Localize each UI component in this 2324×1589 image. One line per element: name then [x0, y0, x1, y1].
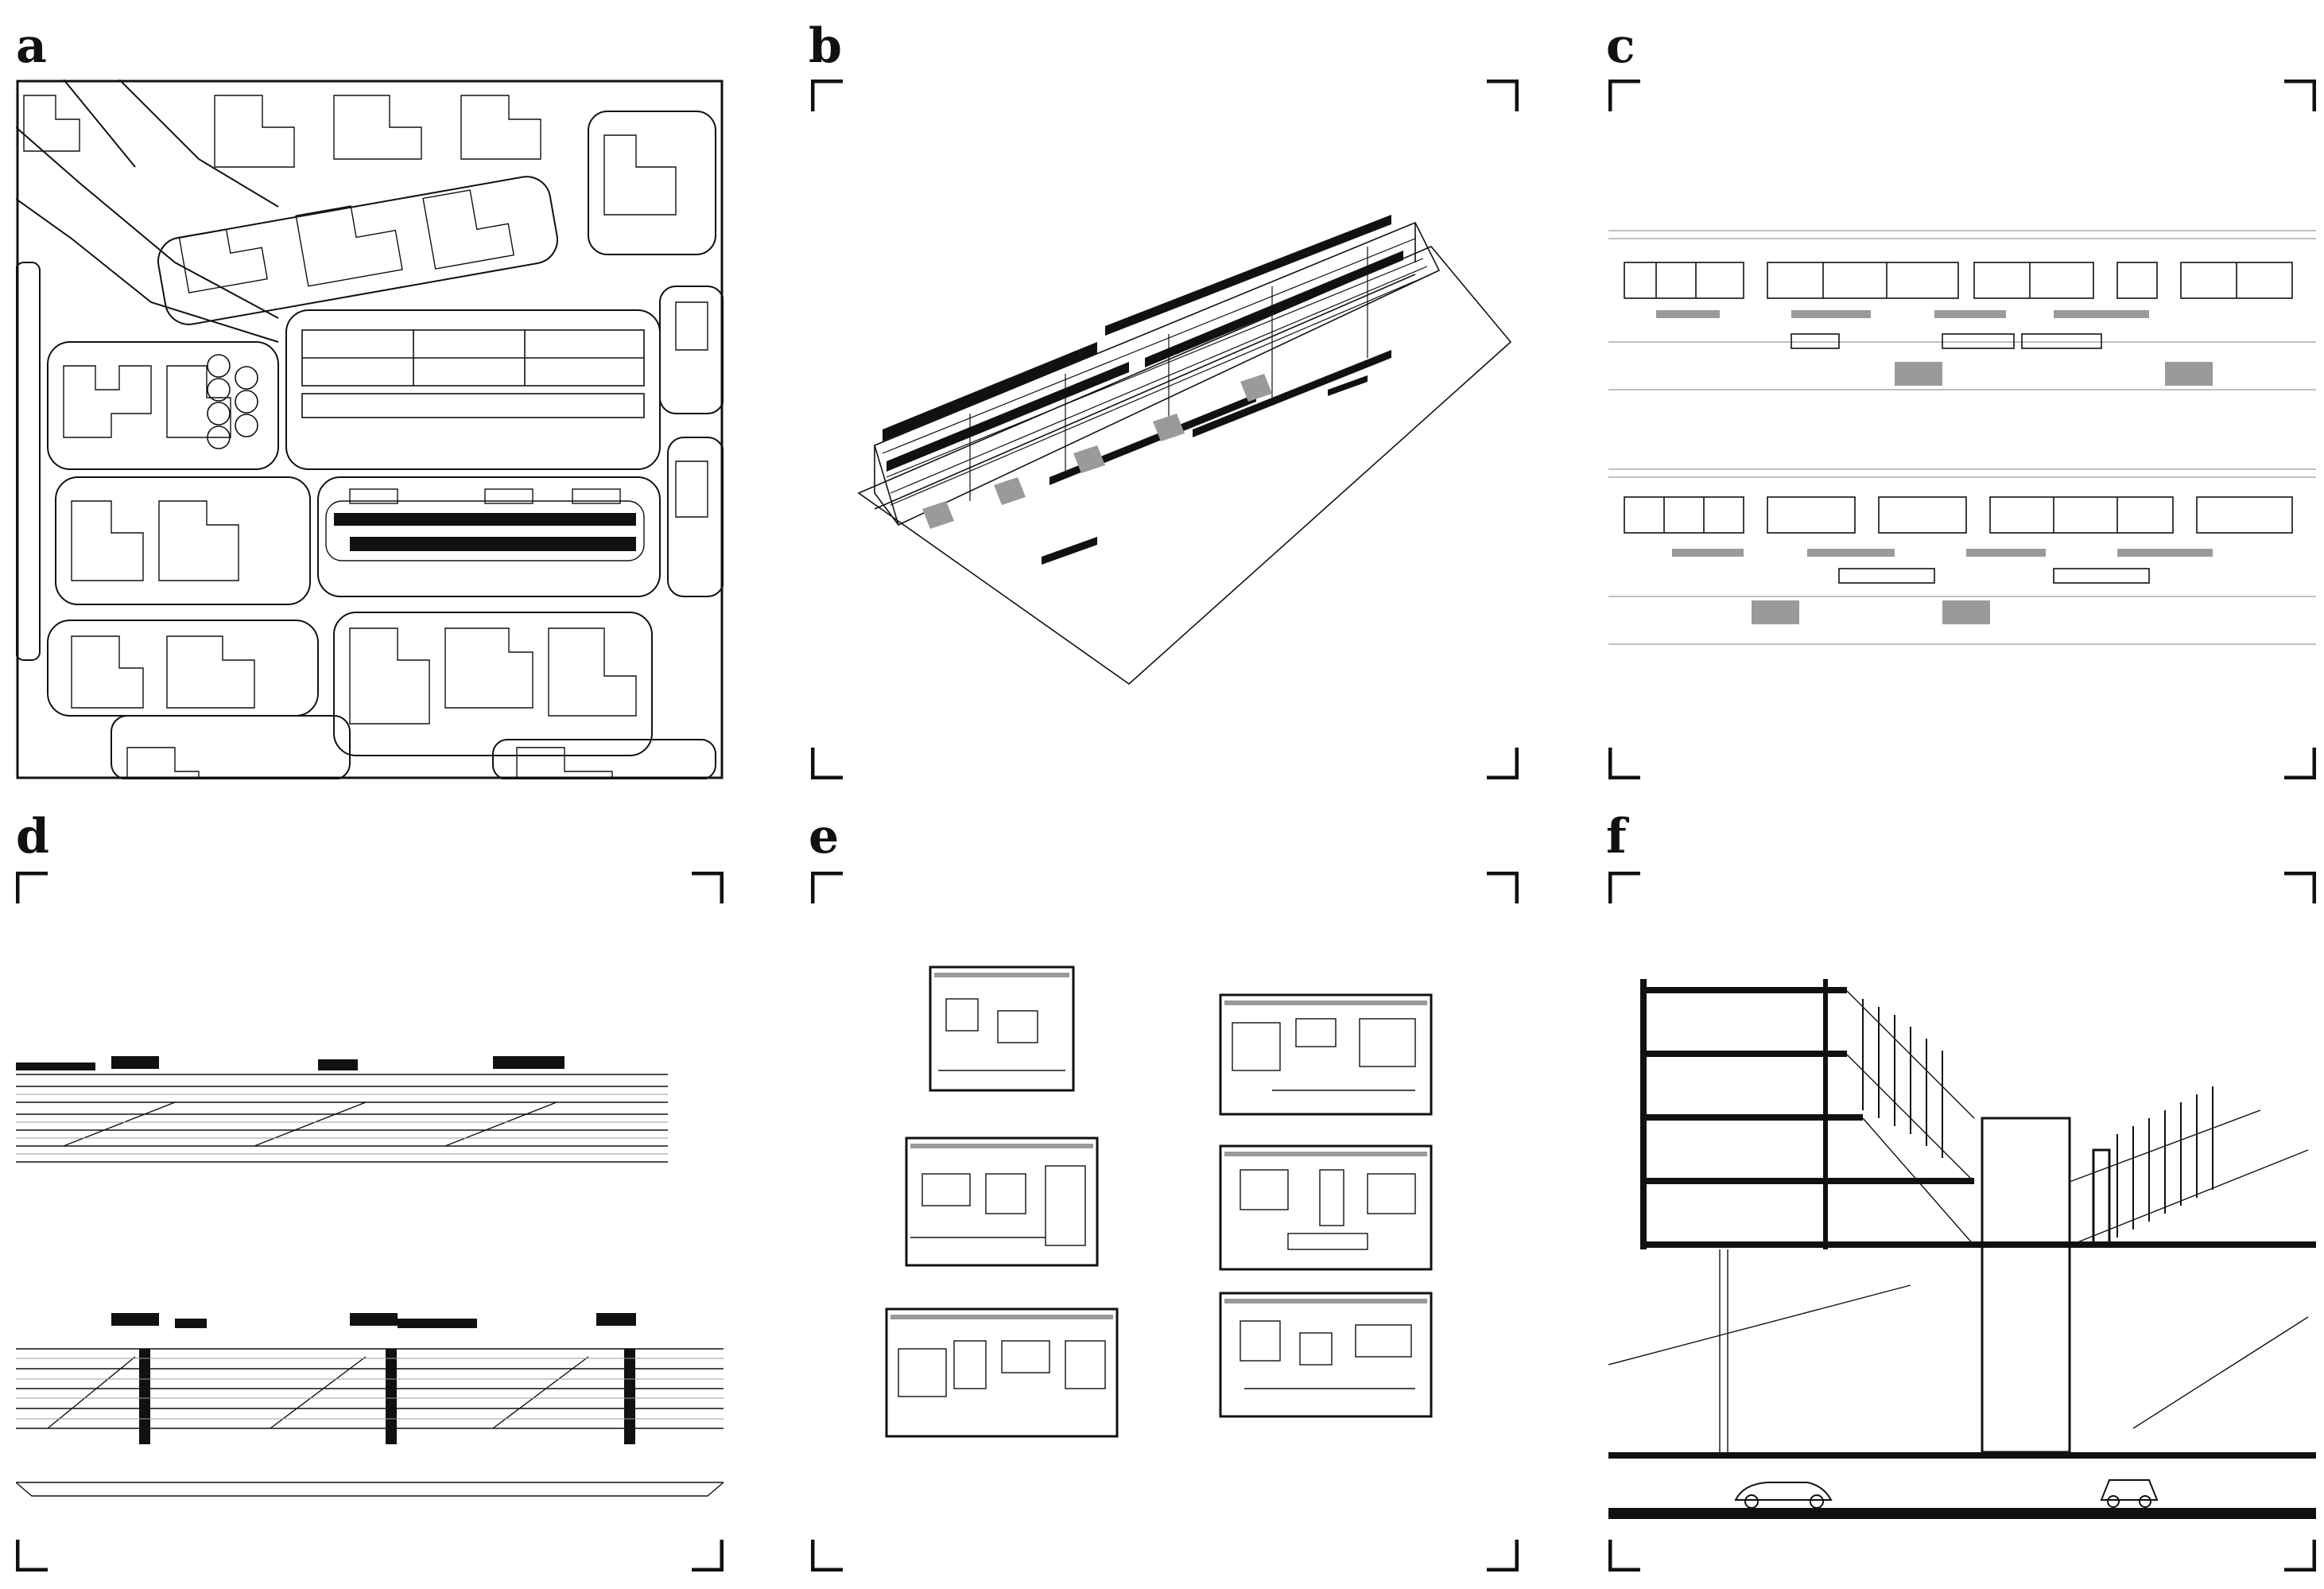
- floor-plans-drawing: [1608, 80, 2316, 779]
- perspective-section-drawing: [1608, 872, 2316, 1572]
- axonometric-drawing: [811, 80, 1519, 779]
- panel-c-floor-plans: [1608, 80, 2316, 779]
- panel-d-elevations: [16, 872, 724, 1572]
- panel-label-d: d: [16, 809, 49, 864]
- panel-e-unit-plans: [811, 872, 1519, 1572]
- unit-plans-drawing: [811, 872, 1519, 1572]
- panel-a-site-plan: [16, 80, 724, 779]
- panel-label-e: e: [809, 809, 840, 864]
- site-plan-drawing: [16, 80, 724, 779]
- panel-label-c: c: [1606, 18, 1635, 74]
- panel-f-perspective-section: [1608, 872, 2316, 1572]
- panel-b-axonometric: [811, 80, 1519, 779]
- panel-label-a: a: [16, 18, 47, 74]
- panel-label-f: f: [1606, 809, 1627, 864]
- panel-label-b: b: [809, 18, 842, 74]
- elevations-drawing: [16, 872, 724, 1572]
